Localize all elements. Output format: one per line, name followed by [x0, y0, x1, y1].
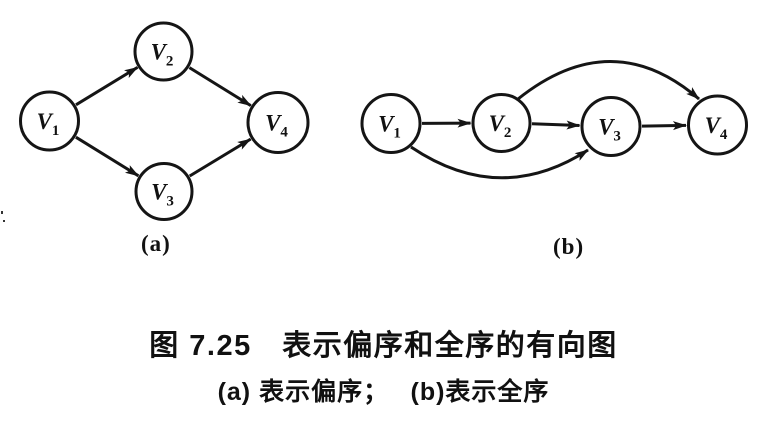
- edge-b-v1-v3-arc: [410, 145, 589, 180]
- scan-artifact-dot: [1, 211, 3, 214]
- node-a-v3-label: V3: [151, 180, 174, 210]
- graph-a: [19, 21, 310, 221]
- edge-a-v1-v2: [75, 66, 139, 107]
- node-b-v4: [687, 94, 748, 156]
- node-a-v1-label: V1: [37, 109, 60, 139]
- edge-b-v3-v4: [641, 121, 687, 131]
- node-b-v2: [471, 93, 532, 153]
- subfigure-a-label: (a): [141, 231, 171, 256]
- node-a-v4: [246, 91, 310, 154]
- node-b-v1: [360, 93, 422, 154]
- figure-subcaption: (a) 表示偏序； (b)表示全序: [217, 378, 550, 406]
- edge-b-v2-v4-arc: [517, 60, 700, 101]
- node-b-v4-label: V4: [705, 113, 728, 143]
- figure-caption: 图 7.25 表示偏序和全序的有向图: [149, 330, 618, 362]
- edge-a-v3-v4: [188, 137, 252, 178]
- edge-a-v1-v3: [75, 135, 140, 178]
- subfigure-b-label: (b): [553, 234, 585, 259]
- node-a-v4-label: V4: [265, 111, 288, 141]
- node-a-v2: [133, 21, 194, 82]
- scan-artifact-dot: [3, 220, 5, 222]
- graph-b: [360, 60, 748, 180]
- edge-b-v2-v3: [531, 120, 581, 130]
- node-b-v2-label: V2: [489, 111, 512, 141]
- node-b-v3: [580, 96, 642, 157]
- node-a-v2-label: V2: [151, 40, 174, 70]
- node-b-v3-label: V3: [598, 115, 621, 145]
- node-a-v3: [134, 162, 194, 221]
- node-a-v1: [19, 90, 80, 152]
- graph-a-labels: V1 V2 V3 V4: [37, 40, 289, 210]
- graph-b-labels: V1 V2 V3 V4: [378, 111, 728, 145]
- edge-a-v2-v4: [188, 66, 252, 107]
- node-b-v1-label: V1: [378, 112, 401, 142]
